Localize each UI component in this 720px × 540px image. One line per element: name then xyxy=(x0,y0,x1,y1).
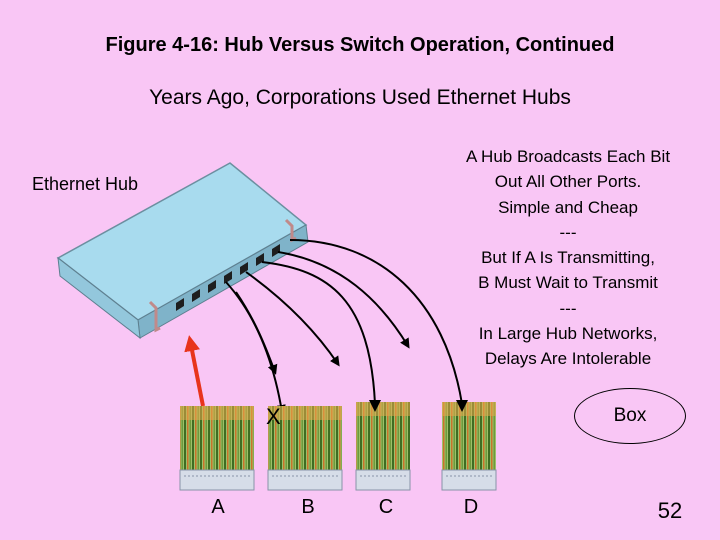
explanation-line: Out All Other Ports. xyxy=(494,172,642,192)
explanation-line: In Large Hub Networks, xyxy=(478,324,658,344)
arrow-to-b xyxy=(225,281,286,415)
explanation-line: But If A Is Transmitting, xyxy=(481,248,655,268)
box-callout: Box xyxy=(574,388,686,444)
port-label-c: C xyxy=(378,496,394,518)
arrow-to-c xyxy=(261,261,376,405)
explanation-line: A Hub Broadcasts Each Bit xyxy=(465,147,671,166)
explanation-line: B Must Wait to Transmit xyxy=(478,273,658,293)
port-label-d: D xyxy=(463,496,479,518)
pc-c-icon xyxy=(355,402,411,491)
pc-b-icon xyxy=(267,406,343,491)
broadcast-arrows xyxy=(225,239,463,415)
transmit-arrow xyxy=(184,335,205,407)
arrow-port-3 xyxy=(245,271,340,367)
slide-subtitle: Years Ago, Corporations Used Ethernet Hu… xyxy=(149,86,571,109)
arrowhead-c xyxy=(369,400,381,412)
explanation-line: Delays Are Intolerable xyxy=(484,349,652,369)
arrowhead-d xyxy=(456,400,468,412)
arrow-port-2 xyxy=(235,291,278,375)
explanation-line: Simple and Cheap xyxy=(498,197,638,217)
arrow-to-d xyxy=(289,239,463,405)
pc-a-icon xyxy=(179,406,255,491)
blocked-marker: X xyxy=(266,404,281,429)
arrow-port-5 xyxy=(277,251,410,349)
explanation-divider: --- xyxy=(559,222,577,242)
port-label-b: B xyxy=(301,496,315,518)
box-label: Box xyxy=(613,405,647,426)
page-number: 52 xyxy=(657,498,683,523)
port-label-a: A xyxy=(211,496,225,518)
explanation-text: A Hub Broadcasts Each Bit Out All Other … xyxy=(430,144,706,372)
hub-label: Ethernet Hub xyxy=(31,174,139,194)
pc-d-icon xyxy=(441,402,497,491)
explanation-divider: --- xyxy=(559,298,577,318)
ethernet-hub-icon xyxy=(56,162,309,340)
slide-title: Figure 4-16: Hub Versus Switch Operation… xyxy=(105,34,615,56)
